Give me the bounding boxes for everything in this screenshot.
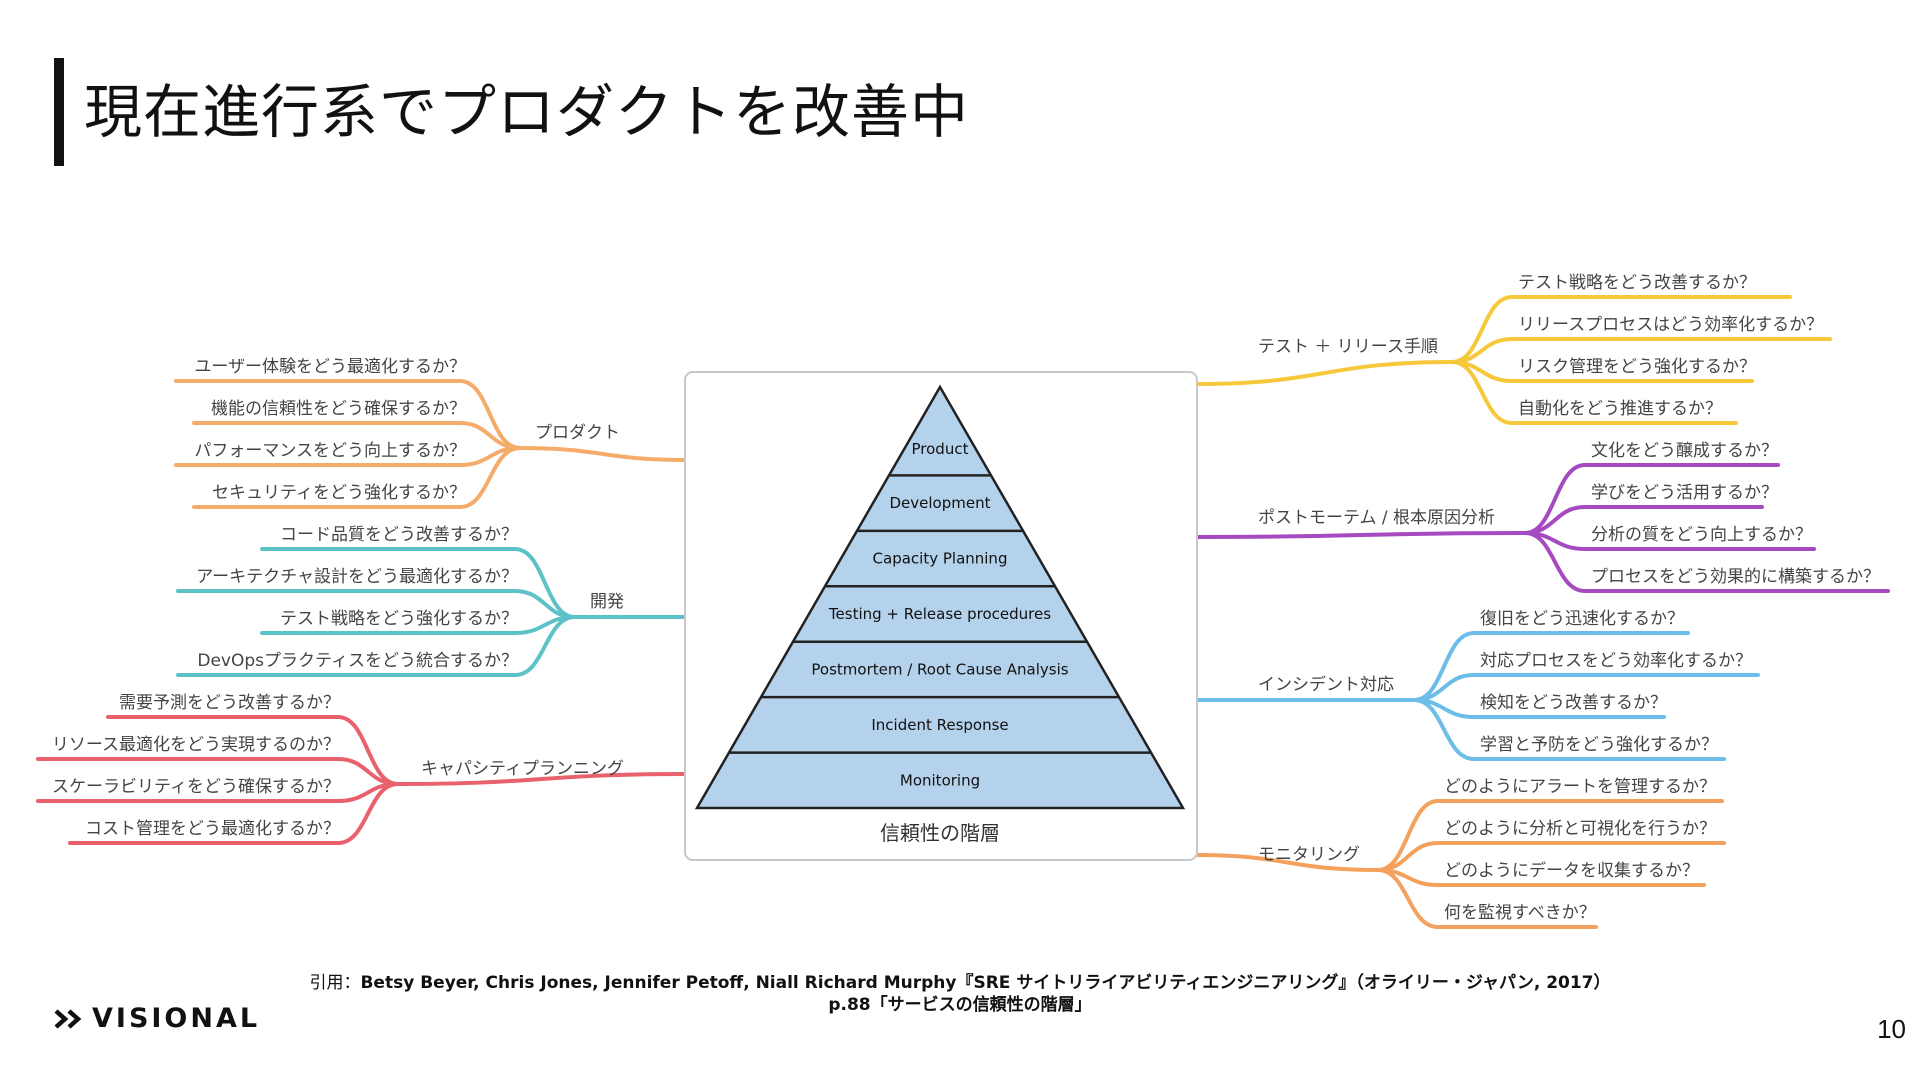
branch-leaf-line <box>1412 631 1690 702</box>
branch-leaf-text: リリースプロセスはどう効率化するか？ <box>1518 315 1823 335</box>
branch-trunk <box>1195 531 1527 539</box>
branch-label: テスト ＋ リリース手順 <box>1258 337 1438 357</box>
citation-main: Betsy Beyer, Chris Jones, Jennifer Petof… <box>360 973 1611 993</box>
branch-leaf-text: 検知をどう改善するか？ <box>1480 693 1667 713</box>
logo-text: VISIONAL <box>92 1003 261 1034</box>
branch-leaf-text: スケーラビリティをどう確保するか？ <box>52 777 340 797</box>
branch-leaf-line <box>176 615 577 677</box>
page-title: 現在進行系でプロダクトを改善中 <box>84 78 970 146</box>
pyramid-level-label: Product <box>912 440 969 458</box>
branch-leaf-line <box>174 379 522 450</box>
branch-leaf-text: どのようにデータを収集するか？ <box>1444 860 1699 881</box>
branch-leaf-text: アーキテクチャ設計をどう最適化するか？ <box>196 567 518 587</box>
branch-leaf-text: 学習と予防をどう強化するか？ <box>1480 735 1718 755</box>
pyramid-level-label: Development <box>890 494 991 512</box>
branch-leaf-text: 何を監視すべきか？ <box>1444 903 1596 923</box>
visional-logo: VISIONAL <box>54 1003 260 1034</box>
branch-trunk <box>518 446 688 462</box>
pyramid-caption: 信頼性の階層 <box>880 821 1000 845</box>
pyramid-level-label: Testing + Release procedures <box>828 605 1051 623</box>
branch-leaf-text: ユーザー体験をどう最適化するか？ <box>194 357 466 377</box>
branch-leaf-line <box>106 715 400 786</box>
branch-leaf-text: 機能の信頼性をどう確保するか？ <box>211 399 466 419</box>
citation-prefix: 引用： <box>309 973 361 993</box>
branch-leaf-line <box>1523 463 1780 535</box>
title-accent-bar <box>54 58 64 166</box>
branch-leaf-text: テスト戦略をどう強化するか？ <box>280 609 518 629</box>
branch-leaf-text: 分析の質をどう向上するか？ <box>1591 525 1812 545</box>
branch-leaf-line <box>1376 799 1724 872</box>
double-chevron-icon <box>54 1008 82 1029</box>
pyramid-level-label: Capacity Planning <box>873 550 1008 568</box>
branch-leaf-text: 文化をどう醸成するか？ <box>1591 441 1778 461</box>
branch-leaf-line <box>1376 868 1598 929</box>
branch-leaf-text: コスト管理をどう最適化するか？ <box>85 819 340 839</box>
pyramid-level-label: Monitoring <box>900 771 980 789</box>
branch-leaf-line <box>68 782 400 845</box>
branch-label: ポストモーテム / 根本原因分析 <box>1258 508 1495 528</box>
pyramid-level-label: Incident Response <box>871 716 1008 734</box>
branch-leaf-text: プロセスをどう効果的に構築するか？ <box>1591 567 1880 587</box>
pyramid-level-label: Postmortem / Root Cause Analysis <box>811 660 1068 678</box>
branch-leaf-text: 学びをどう活用するか？ <box>1591 483 1778 503</box>
branch-trunk <box>1195 853 1380 872</box>
branch-leaf-text: どのようにアラートを管理するか？ <box>1444 777 1716 797</box>
pyramid <box>694 384 1186 810</box>
branch-trunk <box>396 772 688 786</box>
branch-trunk <box>1195 360 1454 386</box>
branch-leaf-line <box>192 446 522 509</box>
branch-leaf-line <box>260 547 577 619</box>
branch-leaf-text: リスク管理をどう強化するか？ <box>1518 357 1756 377</box>
branch-leaf-text: 自動化をどう推進するか？ <box>1518 399 1722 419</box>
branch-label: インシデント対応 <box>1258 674 1394 695</box>
branch-leaf-text: 復旧をどう迅速化するか？ <box>1480 609 1684 629</box>
branch-leaf-text: パフォーマンスをどう向上するか？ <box>194 441 466 461</box>
branch-label: モニタリング <box>1258 845 1360 865</box>
branch-leaf-text: 需要予測をどう改善するか？ <box>119 693 340 713</box>
branch-leaf-text: DevOpsプラクティスをどう統合するか？ <box>197 651 518 671</box>
branch-label: キャパシティプランニング <box>421 759 624 779</box>
citation-page: p.88「サービスの信頼性の階層」 <box>828 995 1092 1015</box>
branch-leaf-text: 対応プロセスをどう効率化するか？ <box>1480 651 1752 671</box>
branch-label: プロダクト <box>535 423 620 443</box>
branch-leaf-text: リソース最適化をどう実現するのか？ <box>52 735 340 755</box>
branch-label: 開発 <box>590 592 624 612</box>
citation: 引用：Betsy Beyer, Chris Jones, Jennifer Pe… <box>0 972 1920 1016</box>
branch-leaf-text: テスト戦略をどう改善するか？ <box>1518 273 1756 293</box>
branch-leaf-text: どのように分析と可視化を行うか？ <box>1444 819 1716 839</box>
page-number: 10 <box>1877 1014 1906 1044</box>
branch-leaf-text: コード品質をどう改善するか？ <box>280 525 518 545</box>
branch-leaf-line <box>1412 698 1726 761</box>
branch-leaf-text: セキュリティをどう強化するか？ <box>212 483 466 503</box>
branch-leaf-line <box>1450 360 1738 425</box>
branch-leaf-line <box>1523 531 1890 593</box>
branch-leaf-line <box>1450 295 1792 364</box>
